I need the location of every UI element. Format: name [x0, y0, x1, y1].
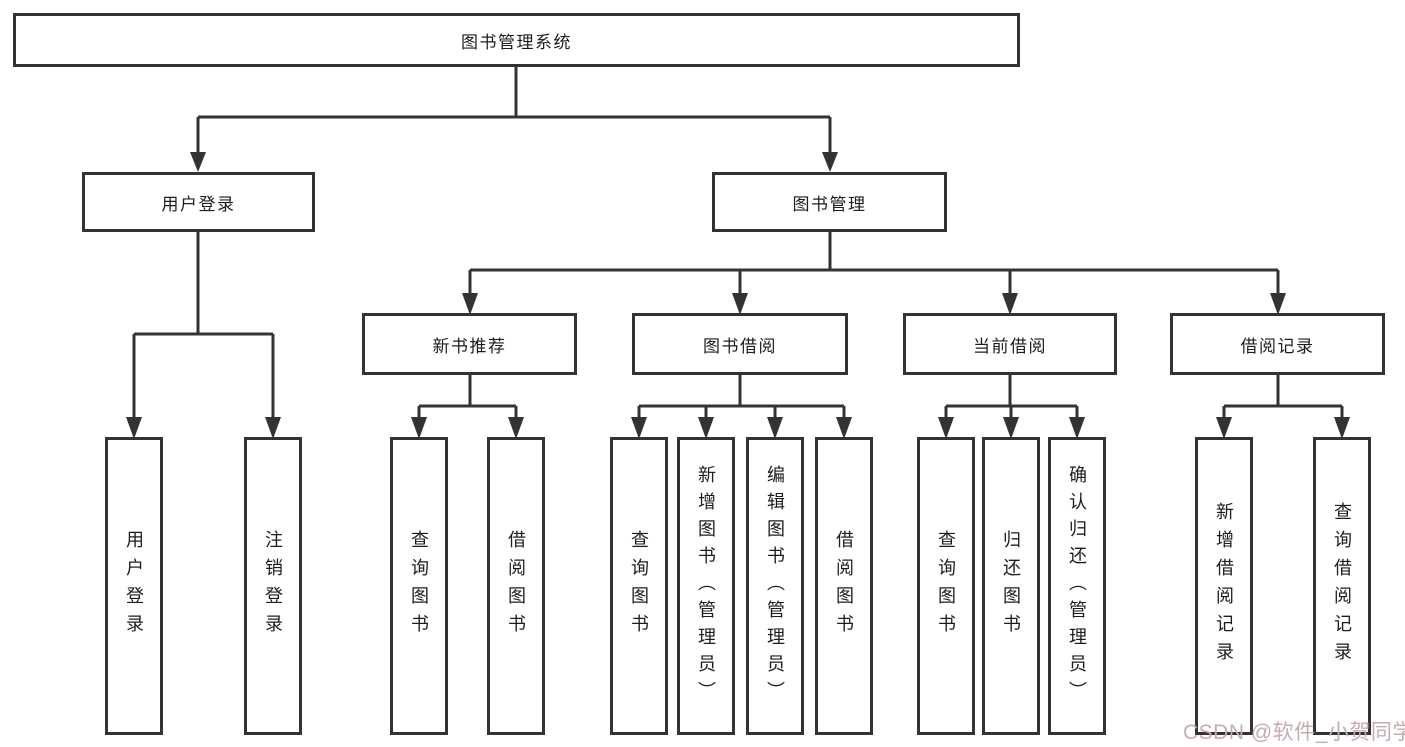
node-new-book-recommend: 新书推荐	[362, 313, 577, 375]
leaf-label: 用户登录	[124, 530, 144, 642]
leaf-edit-book-admin: 编辑图书（管理员）	[746, 437, 804, 735]
arrowhead	[732, 293, 748, 315]
node-label: 当前借阅	[973, 336, 1047, 356]
node-label: 图书借阅	[703, 336, 777, 356]
node-label: 用户登录	[161, 194, 236, 214]
arrowhead	[126, 417, 142, 439]
leaf-label: 新增图书（管理员）	[696, 464, 716, 708]
leaf-borrow-books: 借阅图书	[815, 437, 873, 735]
leaf-label: 注销登录	[263, 530, 283, 642]
leaf-return-books: 归还图书	[982, 437, 1040, 735]
arrowhead	[698, 417, 714, 439]
arrowhead	[1002, 293, 1018, 315]
leaf-label: 借阅图书	[834, 530, 854, 642]
leaf-label: 新增借阅记录	[1214, 502, 1234, 670]
leaf-query-books: 查询图书	[610, 437, 668, 735]
leaf-query-borrow-record: 查询借阅记录	[1313, 437, 1371, 735]
leaf-user-login: 用户登录	[105, 437, 163, 735]
arrowhead	[462, 293, 478, 315]
arrowheads	[126, 152, 1350, 439]
arrowhead	[631, 417, 647, 439]
node-borrowing-records: 借阅记录	[1170, 313, 1385, 375]
leaf-add-borrow-record: 新增借阅记录	[1195, 437, 1253, 735]
leaf-logout: 注销登录	[244, 437, 302, 735]
node-label: 新书推荐	[432, 336, 507, 356]
leaf-query-books: 查询图书	[917, 437, 975, 735]
node-book-borrowing: 图书借阅	[632, 313, 848, 375]
arrowhead	[836, 417, 852, 439]
arrowhead	[1270, 293, 1286, 315]
node-label: 借阅记录	[1240, 336, 1315, 356]
leaf-add-book-admin: 新增图书（管理员）	[677, 437, 735, 735]
leaf-confirm-return-admin: 确认归还（管理员）	[1048, 437, 1106, 735]
leaf-label: 查询借阅记录	[1332, 502, 1352, 670]
arrowhead	[265, 417, 281, 439]
arrowhead	[1334, 417, 1350, 439]
arrowhead	[508, 417, 524, 439]
arrowhead	[190, 152, 206, 172]
arrowhead	[411, 417, 427, 439]
arrowhead	[1216, 417, 1232, 439]
arrowhead	[767, 417, 783, 439]
leaf-label: 编辑图书（管理员）	[765, 464, 785, 708]
leaf-label: 查询图书	[629, 530, 649, 642]
connector-shafts	[132, 67, 1344, 420]
leaf-label: 查询图书	[936, 530, 956, 642]
leaf-borrow-books: 借阅图书	[487, 437, 545, 735]
watermark: CSDN @软件_小贺同学	[1183, 721, 1405, 744]
leaf-label: 借阅图书	[506, 530, 526, 642]
arrowhead	[1003, 417, 1019, 439]
node-user-login-branch: 用户登录	[82, 172, 315, 232]
node-label: 图书管理	[792, 194, 867, 214]
leaf-label: 查询图书	[409, 530, 429, 642]
node-label: 图书管理系统	[461, 32, 572, 52]
arrowhead	[1069, 417, 1085, 439]
leaf-query-books: 查询图书	[390, 437, 448, 735]
node-library-system: 图书管理系统	[13, 13, 1020, 67]
node-current-borrowing: 当前借阅	[903, 313, 1117, 375]
arrowhead	[938, 417, 954, 439]
node-book-management: 图书管理	[712, 172, 947, 232]
leaf-label: 归还图书	[1001, 530, 1021, 642]
arrowhead	[822, 152, 838, 172]
leaf-label: 确认归还（管理员）	[1067, 464, 1087, 708]
